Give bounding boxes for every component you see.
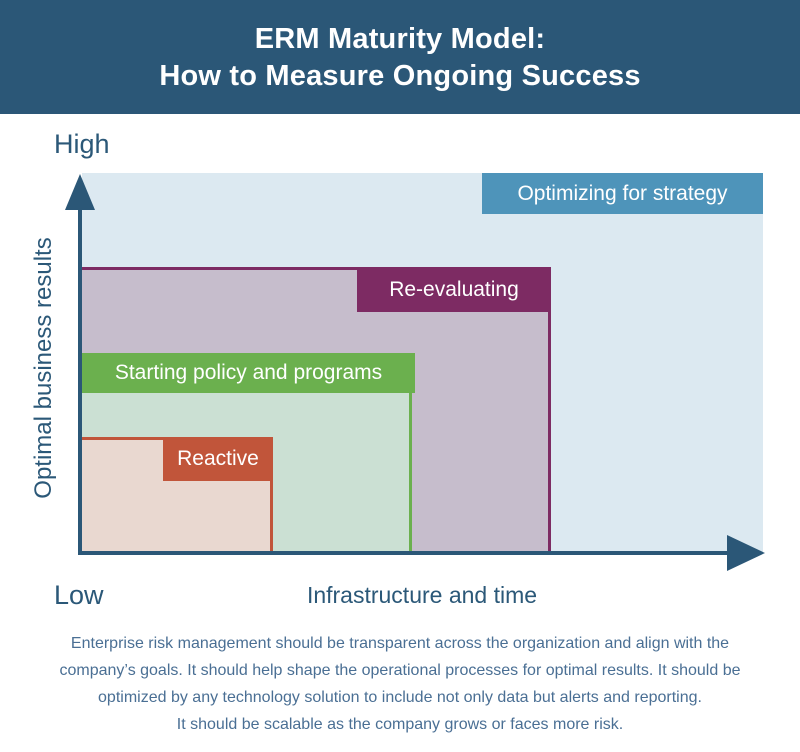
stage-label-reevaluating: Re-evaluating <box>357 267 551 312</box>
y-axis-title: Optimal business results <box>30 237 57 499</box>
y-axis-low-label: Low <box>54 580 104 610</box>
stage-region-reactive: Reactive <box>82 437 273 553</box>
footer-line-1: Enterprise risk management should be tra… <box>70 635 730 652</box>
stage-label-starting-policy: Starting policy and programs <box>82 353 415 393</box>
stage-label-reactive: Reactive <box>163 437 273 481</box>
maturity-chart: High Optimal business results Optimizing… <box>0 114 800 620</box>
y-axis-high-label: High <box>54 129 110 159</box>
y-axis-line <box>78 200 82 553</box>
footer-paragraph: Enterprise risk management should be tra… <box>0 630 800 738</box>
page-title-line1: ERM Maturity Model: <box>254 23 546 55</box>
footer-line-2: company’s goals. It should help shape th… <box>59 662 741 679</box>
footer-line-4: It should be scalable as the company gro… <box>176 716 624 733</box>
x-axis-line <box>78 551 728 555</box>
y-axis-arrowhead-icon <box>65 174 95 210</box>
header-banner: ERM Maturity Model: How to Measure Ongoi… <box>0 0 800 114</box>
stage-label-optimizing: Optimizing for strategy <box>482 173 763 214</box>
x-axis-title: Infrastructure and time <box>306 582 538 608</box>
x-axis-arrowhead-icon <box>727 535 765 571</box>
footer-line-3: optimized by any technology solution to … <box>98 689 702 706</box>
page-title-line2: How to Measure Ongoing Success <box>159 60 641 92</box>
